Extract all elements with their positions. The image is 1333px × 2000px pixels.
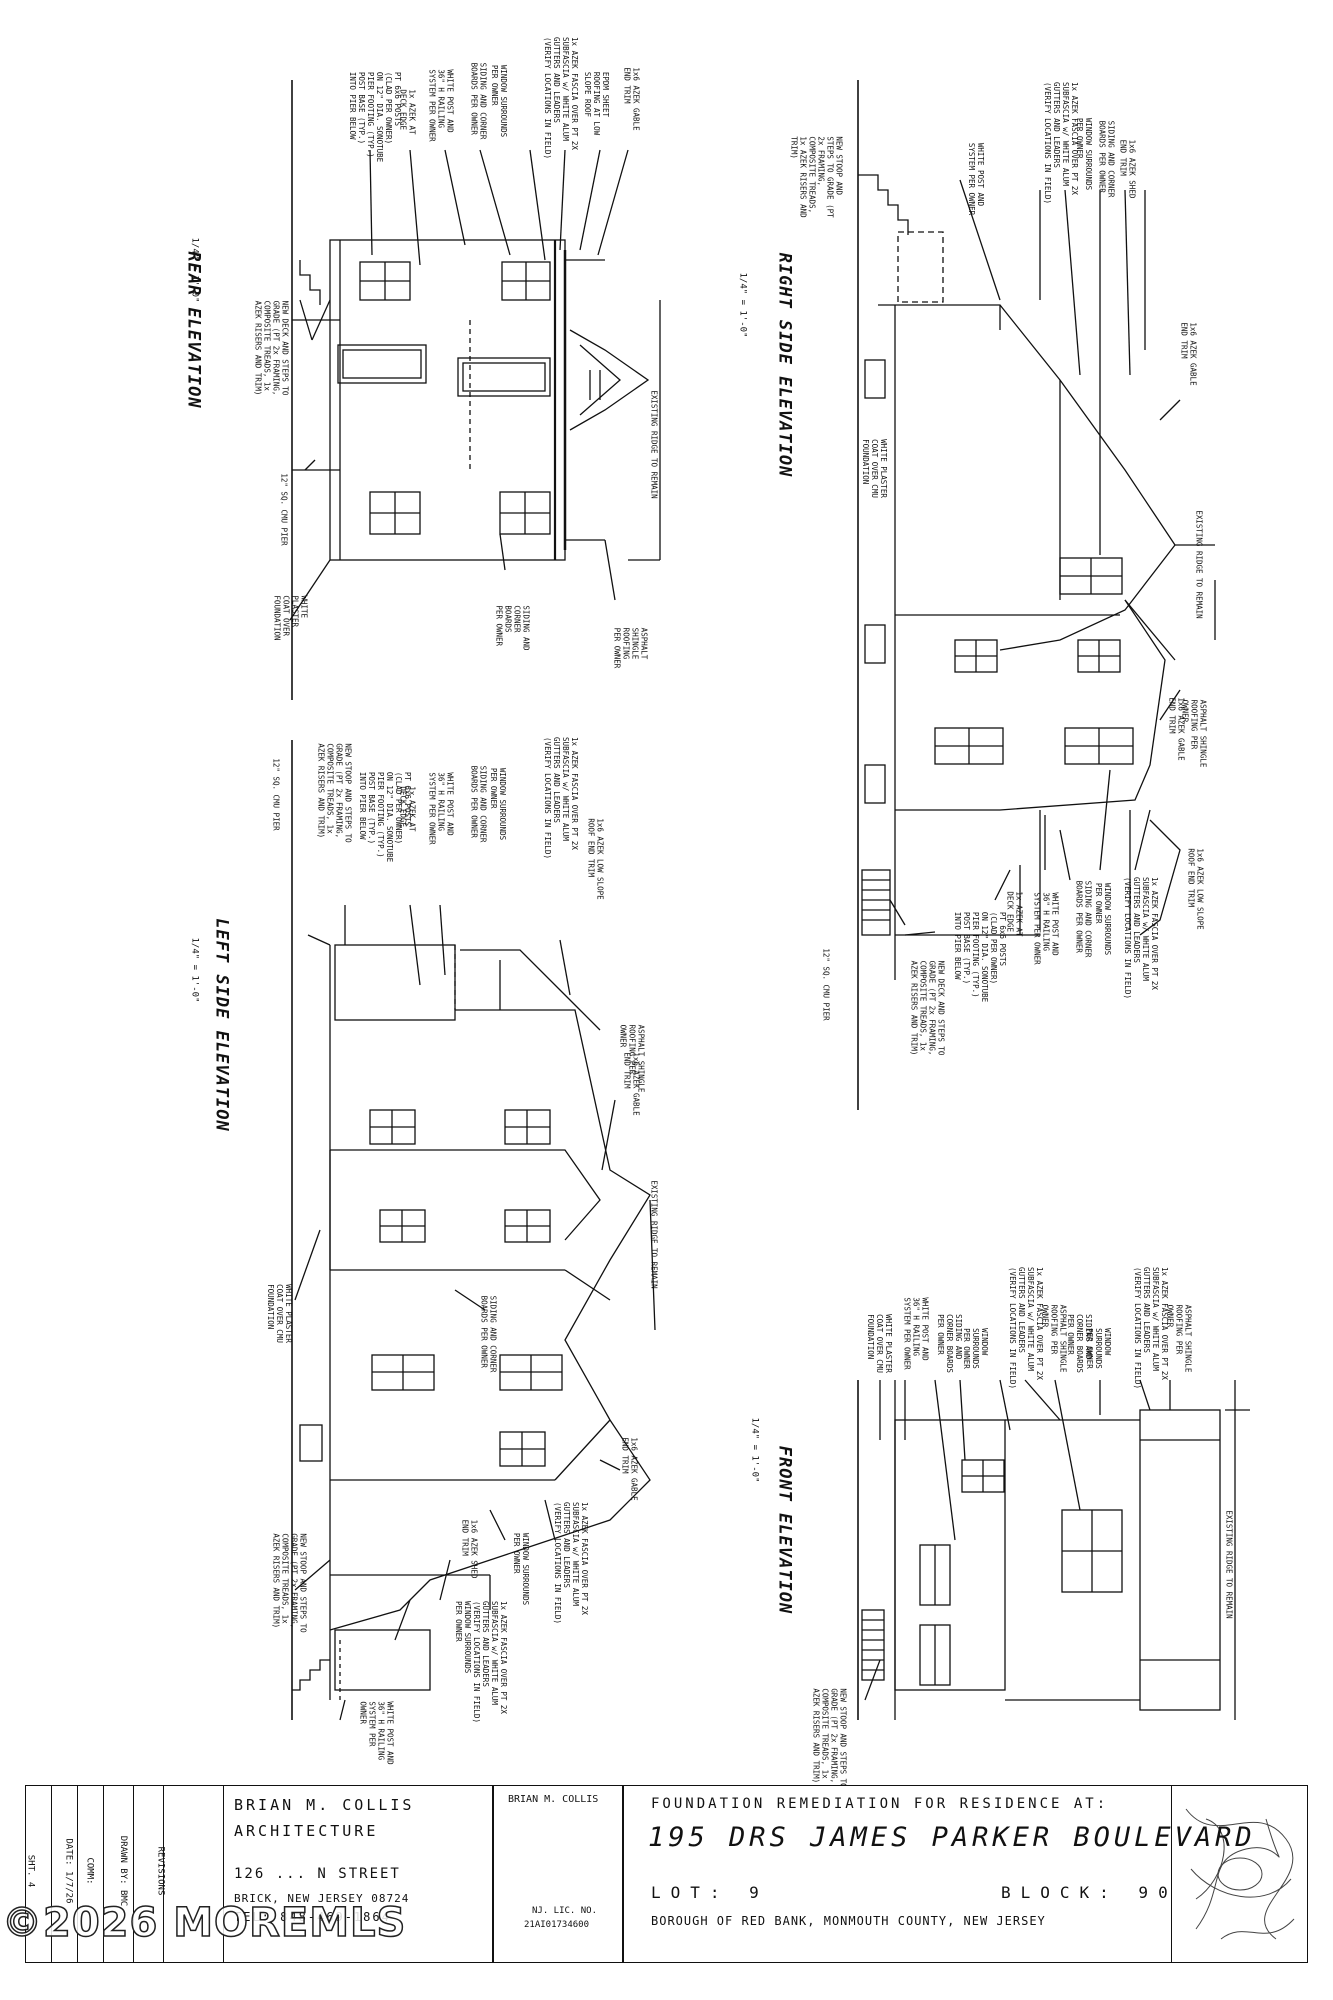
rear-note-roof: EPDM SHEET ROOFING AT LOW SLOPE ROOF (583, 71, 611, 136)
left-side-elevation-scale: 1/4" = 1'-0" (189, 937, 200, 1003)
left-note-gable2: 1x6 AZEK GABLE END TRIM (620, 1437, 639, 1501)
right-side-elevation (857, 80, 1216, 1110)
left-note-fascia: 1x AZEK FASCIA OVER PT 2X SUBFASCIA w/ W… (542, 737, 579, 859)
right-side-elevation-scale: 1/4" = 1'-0" (737, 272, 748, 338)
front-note-shingle2: ASPHALT SHINGLE ROOFING PER OWNER (1165, 1304, 1193, 1373)
right-note-gable: 1x6 AZEK GABLE END TRIM (1179, 322, 1198, 386)
project-lot: LOT: 9 (651, 1883, 769, 1902)
front-note-corner: SIDING AND CORNER BOARDS PER OWNER (935, 1314, 963, 1373)
right-note-deck: 1x AZEK AT DECK EDGE (1005, 891, 1024, 937)
license-label: NJ. LIC. NO. (532, 1906, 598, 1916)
front-note-plaster: WHITE PLASTER COAT OVER CMU FOUNDATION (865, 1314, 893, 1373)
firm-logo (1171, 1786, 1307, 1962)
front-note-fascia2: 1x AZEK FASCIA OVER PT 2X SUBFASCIA w/ W… (1132, 1267, 1169, 1389)
front-note-stoop: NEW STOOP AND STEPS TO GRADE (PT 2x FRAM… (811, 1688, 848, 1788)
rear-note-pier: 12" SQ. CMU PIER (279, 473, 289, 546)
sheet-comm: COMM: (84, 1857, 95, 1885)
left-note-rail: WHITE POST AND 36" H RAILING SYSTEM PER … (427, 772, 455, 845)
sheet-date: DATE: 1/7/26 (63, 1838, 74, 1904)
left-note-stoop2: NEW STOOP AND STEPS TO GRADE (PT 2x FRAM… (271, 1533, 308, 1633)
front-elevation-title: FRONT ELEVATION (774, 1445, 795, 1615)
left-note-ridge: EXISTING RIDGE TO REMAIN (649, 1180, 659, 1289)
firm-telephone: TEL: 848-469-1864 (234, 1910, 391, 1924)
firm-subtitle: ARCHITECTURE (234, 1822, 379, 1840)
rear-note-siding2: SIDING AND CORNER BOARDS PER OWNER (494, 605, 531, 651)
right-note-shed: 1x6 AZEK SHED END TRIM (1118, 139, 1137, 199)
rear-note-gable: 1x6 AZEK GABLE END TRIM (622, 67, 641, 131)
project-borough: BOROUGH OF RED BANK, MONMOUTH COUNTY, NE… (651, 1914, 1046, 1928)
left-note-siding2: SIDING AND CORNER BOARDS PER OWNER (479, 1295, 498, 1373)
front-note-ridge: EXISTING RIDGE TO REMAIN (1224, 1510, 1234, 1619)
left-note-deck: 1x AZEK AT DECK EDGE (398, 786, 417, 832)
right-note-rail2: WHITE POST AND 36" H RAILING SYSTEM PER … (1032, 892, 1060, 965)
title-block: SHT. 4 DATE: 1/7/26 COMM: DRAWN BY: BMC … (25, 1785, 1308, 1963)
rear-note-ridge: EXISTING RIDGE TO REMAIN (649, 390, 659, 499)
left-side-elevation (291, 740, 656, 1721)
mls-watermark: ©2026 MOREMLS (1, 1899, 407, 1947)
rear-note-posts: PT 6x6 POSTS (CLAD PER OWNER) ON 12" DIA… (348, 71, 403, 163)
sheet-revisions: REVISIONS (155, 1846, 166, 1896)
rear-note-steps: NEW DECK AND STEPS TO GRADE (PT 2x FRAMI… (253, 300, 290, 396)
firm-street: 126 ... N STREET (234, 1866, 401, 1882)
right-note-siding: SIDING AND CORNER BOARDS PER OWNER (1097, 120, 1116, 198)
rear-note-shingle: ASPHALT SHINGLE ROOFING PER OWNER (612, 627, 649, 669)
right-note-gable2: 1x6 AZEK GABLE END TRIM (1167, 697, 1186, 761)
right-note-rail: WHITE POST AND SYSTEM PER OWNER (967, 142, 986, 216)
left-note-windows: WINDOW SURROUNDS PER OWNER (489, 767, 508, 841)
right-note-steps: NEW DECK AND STEPS TO GRADE (PT 2x FRAMI… (909, 960, 946, 1056)
right-note-stoop: NEW STOOP AND STEPS TO GRADE (PT 2x FRAM… (789, 136, 844, 218)
firm-name: BRIAN M. COLLIS (234, 1796, 415, 1814)
firm-city: BRICK, NEW JERSEY 08724 (234, 1892, 410, 1905)
right-note-siding2: SIDING AND CORNER BOARDS PER OWNER (1074, 880, 1093, 958)
rear-elevation (289, 80, 661, 700)
left-note-stoop: NEW STOOP AND STEPS TO GRADE (PT 2x FRAM… (316, 743, 353, 843)
license-number: 21AI01734600 (524, 1920, 590, 1930)
rear-note-windows: WINDOW SURROUNDS PER OWNER (490, 64, 509, 138)
right-note-pier: 12" SQ. CMU PIER (821, 948, 831, 1021)
right-note-fascia2: 1x AZEK FASCIA OVER PT 2X SUBFASCIA w/ W… (1122, 877, 1159, 999)
front-elevation-scale: 1/4" = 1'-0" (749, 1417, 760, 1483)
left-note-rail2: WHITE POST AND 36" H RAILING SYSTEM PER … (358, 1701, 395, 1765)
left-note-pier: 12" SQ. CMU PIER (271, 758, 281, 831)
logo-mark (1185, 1808, 1295, 1940)
left-side-elevation-title: LEFT SIDE ELEVATION (211, 918, 232, 1132)
right-note-posts: PT 6x6 POSTS (CLAD PER OWNER) ON 12" DIA… (953, 911, 1008, 1003)
left-note-plaster: WHITE PLASTER COAT OVER CMU FOUNDATION (265, 1284, 293, 1343)
front-note-fascia: 1x AZEK FASCIA OVER PT 2X SUBFASCIA w/ W… (1007, 1267, 1044, 1389)
project-address: 195 DRS JAMES PARKER BOULEVARD (648, 1822, 1256, 1853)
left-note-gable: 1x6 AZEK GABLE END TRIM (622, 1052, 641, 1116)
sheet-drawn-by: DRAWN BY: BMC (118, 1835, 129, 1907)
left-note-lowslope: 1x6 AZEK LOW SLOPE ROOF END TRIM (586, 818, 605, 900)
window (457, 357, 551, 397)
front-note-windows: WINDOW SURROUNDS PER OWNER (961, 1328, 989, 1369)
right-note-windows2: WINDOW SURROUNDS PER OWNER (1094, 882, 1113, 956)
rear-note-plaster: WHITE PLASTER COAT OVER FOUNDATION (272, 595, 309, 641)
window (337, 344, 427, 384)
left-note-windows2: WINDOW SURROUNDS PER OWNER (512, 1532, 531, 1606)
sheet-number: SHT. 4 (25, 1854, 36, 1888)
rear-elevation-scale: 1/4" = 1'-0" (189, 237, 200, 303)
left-note-siding: SIDING AND CORNER BOARDS PER OWNER (469, 765, 488, 843)
rear-note-siding: SIDING AND CORNER BOARDS PER OWNER (469, 62, 488, 140)
right-note-plaster: WHITE PLASTER COAT OVER CMU FOUNDATION (860, 439, 888, 498)
left-note-fascia3: 1x AZEK FASCIA OVER PT 2X SUBFASCIA w/ W… (453, 1601, 508, 1723)
right-note-lowslope: 1x6 AZEK LOW SLOPE ROOF END TRIM (1186, 848, 1205, 930)
right-side-elevation-title: RIGHT SIDE ELEVATION (774, 252, 795, 478)
right-note-windows: WINDOW SURROUNDS PER OWNER (1075, 117, 1094, 191)
seal-name: BRIAN M. COLLIS (508, 1794, 599, 1805)
front-note-rail: WHITE POST AND 36" H RAILING SYSTEM PER … (902, 1297, 930, 1370)
left-note-shed: 1x6 AZEK SHED END TRIM (460, 1519, 479, 1579)
right-note-ridge: EXISTING RIDGE TO REMAIN (1194, 510, 1204, 619)
front-elevation (857, 1379, 1250, 1720)
rear-note-rail: WHITE POST AND 36" H RAILING SYSTEM PER … (427, 69, 455, 142)
front-note-shingle: ASPHALT SHINGLE ROOFING PER OWNER (1040, 1304, 1068, 1373)
project-heading: FOUNDATION REMEDIATION FOR RESIDENCE AT: (651, 1796, 1109, 1812)
front-note-windows2: WINDOW SURROUNDS PER OWNER (1084, 1328, 1112, 1369)
left-note-fascia2: 1x AZEK FASCIA OVER PT 2X SUBFASCIA w/ W… (552, 1502, 589, 1624)
project-block: BLOCK: 90 (1001, 1883, 1178, 1902)
right-note-fascia: 1x AZEK FASCIA OVER PT 2X SUBFASCIA w/ W… (1042, 82, 1079, 204)
rear-note-fascia: 1x AZEK FASCIA OVER PT 2X SUBFASCIA w/ W… (542, 37, 579, 159)
